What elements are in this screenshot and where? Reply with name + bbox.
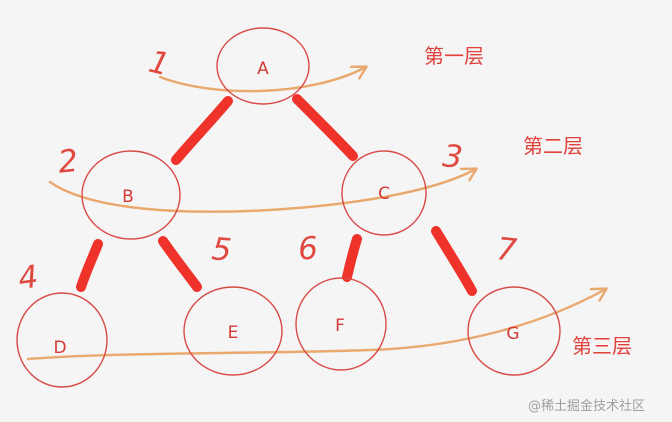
tree-edges — [76, 94, 477, 296]
edge-c-g — [431, 226, 477, 296]
handwritten-number-6: 6 — [297, 230, 319, 267]
node-c-circle — [341, 150, 427, 236]
level-2-sweep-arrow — [48, 167, 478, 213]
level-1-label: 第一层 — [424, 44, 484, 68]
node-e-circle — [183, 286, 283, 376]
level-2-label: 第二层 — [523, 134, 583, 158]
watermark: @稀土掘金技术社区 — [528, 398, 645, 414]
handwritten-number-7: 7 — [495, 231, 519, 269]
level-1-sweep-arrow — [158, 65, 368, 93]
node-g-label: G — [506, 324, 519, 344]
edge-a-c — [292, 94, 358, 161]
node-d-label: D — [53, 338, 66, 358]
level-3-sweep-arrow — [26, 287, 608, 361]
node-b-label: B — [122, 187, 134, 207]
node-d-circle — [16, 292, 108, 388]
node-e-label: E — [228, 323, 239, 343]
level-sweep-arrows — [26, 65, 608, 361]
edge-b-e — [158, 236, 202, 292]
level-labels: 第一层 第二层 第三层 — [424, 44, 632, 358]
handwritten-number-1: 1 — [145, 44, 173, 84]
node-a-circle — [216, 27, 310, 105]
node-c-label: C — [378, 184, 390, 204]
node-b-circle — [81, 150, 181, 240]
level-3-label: 第三层 — [572, 334, 632, 358]
handwritten-number-4: 4 — [16, 259, 41, 297]
edge-c-f — [342, 234, 362, 282]
node-f-label: F — [335, 316, 345, 336]
edge-a-b — [171, 96, 233, 165]
edge-b-d — [76, 239, 103, 292]
handwritten-number-2: 2 — [56, 143, 79, 181]
handwritten-number-3: 3 — [441, 138, 464, 176]
node-a-label: A — [257, 59, 269, 79]
handwritten-number-5: 5 — [210, 231, 233, 269]
node-f-circle — [295, 277, 387, 371]
node-g-circle — [467, 286, 561, 376]
tree-nodes: A B C D E F G — [16, 27, 561, 388]
